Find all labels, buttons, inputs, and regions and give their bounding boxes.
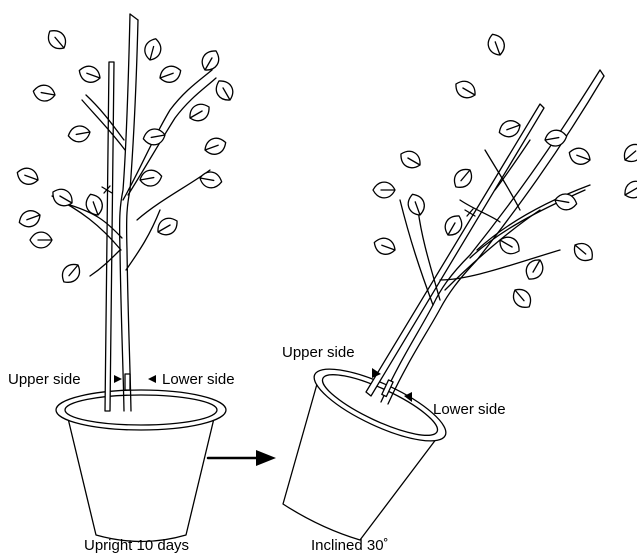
leaf-icon [142, 37, 163, 62]
left-caption: Upright 10 days [84, 537, 189, 554]
leaf-icon [570, 239, 597, 265]
right-lower-side-label: Lower side [433, 401, 506, 418]
leaf-icon [373, 182, 395, 198]
left-upper-side-label: Upper side [8, 371, 81, 388]
leaf-icon [198, 47, 223, 74]
leaf-icon [621, 177, 637, 202]
leaf-icon [83, 192, 105, 218]
leaf-icon [142, 127, 166, 146]
leaf-icon [67, 124, 91, 143]
upper-side-marker [114, 375, 122, 383]
leaf-icon [450, 165, 476, 192]
inclined-plant [283, 32, 637, 540]
leaf-icon [186, 100, 213, 125]
leaf-icon [17, 208, 43, 230]
arrow-right-icon [208, 450, 276, 466]
leaf-icon [620, 140, 637, 166]
left-markers [114, 375, 156, 383]
leaf-icon [157, 63, 183, 85]
leaf-icon [77, 63, 103, 85]
stake-tie [465, 209, 475, 216]
leaf-icon [497, 118, 523, 140]
leaf-icon [30, 232, 52, 248]
leaf-icon [15, 165, 41, 187]
main-stem [120, 14, 138, 411]
leaf-icon [154, 214, 181, 239]
left-lower-side-label: Lower side [162, 371, 235, 388]
leaf-icon [567, 145, 593, 167]
leaf-icon [496, 233, 523, 258]
right-caption: Inclined 30˚ [311, 537, 389, 554]
leaf-icon [212, 77, 237, 104]
upright-plant [15, 14, 237, 542]
pot-icon [283, 356, 454, 540]
leaf-icon [405, 192, 427, 218]
leaf-icon [544, 128, 568, 147]
leaf-icon [199, 170, 223, 189]
branches [52, 70, 216, 276]
leaf-icon [485, 32, 507, 58]
leaf-icon [452, 77, 479, 102]
leaf-icon [202, 135, 228, 157]
right-upper-side-label: Upper side [282, 344, 355, 361]
pot-icon [56, 390, 226, 542]
leaf-icon [44, 26, 70, 53]
leaf-icon [32, 83, 56, 102]
leaf-icon [397, 147, 424, 172]
lower-side-marker [148, 375, 156, 383]
leaf-icon [372, 235, 398, 257]
leaf-icon [58, 260, 84, 287]
leaf-icon [509, 285, 535, 312]
